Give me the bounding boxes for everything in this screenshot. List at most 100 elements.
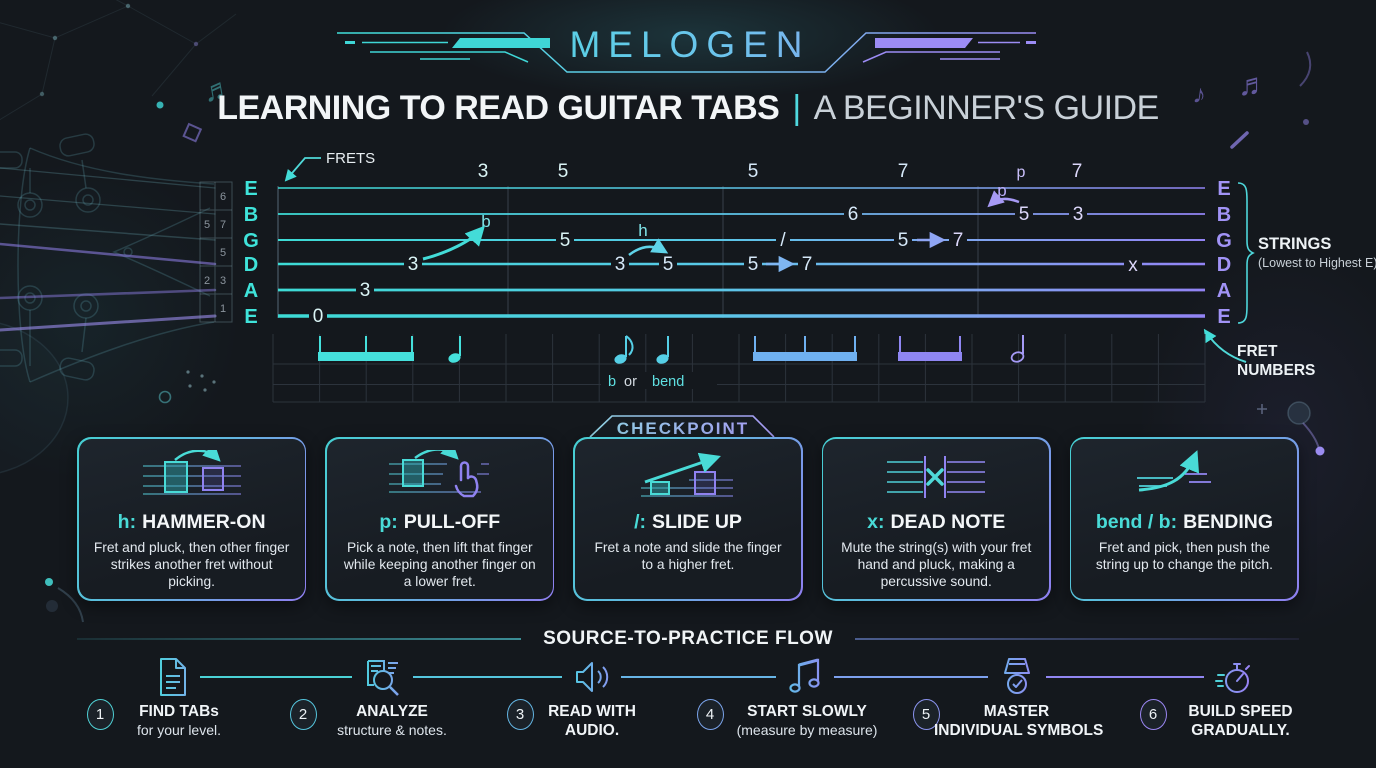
pull-off-icon <box>385 449 495 507</box>
card-title: x:DEAD NOTE <box>867 510 1006 533</box>
step-number-2: 2 <box>289 699 317 730</box>
card-description: Fret and pick, then push the string up t… <box>1095 539 1273 572</box>
headstock-fret-numbers: 6 7 5 3 1 5 2 <box>204 191 226 315</box>
checkpoint-tab: CHECKPOINT <box>589 415 775 438</box>
flow-heading: SOURCE-TO-PRACTICE FLOW <box>77 627 1299 651</box>
step-number-4: 4 <box>696 699 724 730</box>
string-labels-right: E B G D A E <box>1216 178 1232 328</box>
svg-text:1: 1 <box>220 303 226 315</box>
frets-label: FRETS <box>326 150 375 167</box>
music-notes-icon <box>789 658 820 693</box>
string-lines <box>278 187 1205 318</box>
card-pull-off: p:PULL-OFF Pick a note, then lift that f… <box>325 437 555 601</box>
music-note-icon: ♪ <box>1191 78 1208 110</box>
svg-text:p: p <box>997 181 1006 200</box>
strings-brace <box>1237 182 1255 324</box>
strings-sublabel: (Lowest to Highest E) <box>1258 256 1376 270</box>
fret-numbers-label: NUMBERS <box>1237 362 1315 379</box>
svg-text:5: 5 <box>560 230 571 251</box>
diamond-decor <box>182 122 203 143</box>
svg-text:6: 6 <box>220 191 226 203</box>
card-dead-note: x:DEAD NOTE Mute the string(s) with your… <box>821 437 1051 601</box>
svg-text:h: h <box>638 221 647 240</box>
svg-text:3: 3 <box>1073 204 1084 225</box>
dead-note-icon <box>881 449 991 507</box>
bending-icon <box>1129 449 1239 507</box>
svg-text:7: 7 <box>220 219 226 231</box>
svg-text:5: 5 <box>663 254 674 275</box>
svg-text:3: 3 <box>220 275 226 287</box>
svg-text:5: 5 <box>204 219 210 231</box>
card-title: /:SLIDE UP <box>634 510 742 533</box>
card-description: Fret a note and slide the finger to a hi… <box>594 539 782 572</box>
constellation-decor <box>0 0 237 121</box>
svg-text:7: 7 <box>898 161 909 182</box>
tab-notes: 0 3 3 b 5 3 h 5 / 5 7 6 5 7 p 5 3 x <box>309 181 1142 327</box>
svg-text:5: 5 <box>898 230 909 251</box>
rhythm-grid <box>272 334 1206 403</box>
headstock-nut <box>199 181 233 323</box>
svg-text:5: 5 <box>748 254 759 275</box>
svg-text:A: A <box>244 280 258 302</box>
bottom-left-decor <box>45 370 216 623</box>
svg-text:0: 0 <box>313 306 324 327</box>
string-labels-left: E B G D A E <box>243 178 259 328</box>
frets-arrow <box>284 157 321 182</box>
svg-text:3: 3 <box>615 254 626 275</box>
right-mid-decor <box>1257 401 1325 456</box>
card-hammer-on: h:HAMMER-ON Fret and pluck, then other f… <box>77 437 307 601</box>
card-description: Fret and pluck, then other finger strike… <box>93 539 290 590</box>
svg-text:x: x <box>1128 255 1138 276</box>
slash-decor <box>1230 131 1249 149</box>
svg-text:G: G <box>243 230 259 252</box>
guitar-headstock: 6 7 5 3 1 5 2 <box>0 133 233 383</box>
find-tabs-icon <box>160 658 186 696</box>
bend-legend: b or bend <box>601 372 717 390</box>
bend-arrow <box>422 225 485 261</box>
card-bending: bend / b:BENDING Fret and pick, then pus… <box>1069 437 1300 601</box>
svg-text:p: p <box>1017 164 1026 181</box>
flow-heading-text: SOURCE-TO-PRACTICE FLOW <box>543 628 833 649</box>
brand-name: MELOGEN <box>569 24 810 65</box>
pulloff-arc <box>987 190 1020 208</box>
svg-text:3: 3 <box>478 161 489 182</box>
svg-text:7: 7 <box>1072 161 1083 182</box>
checkpoint-label: CHECKPOINT <box>617 419 749 438</box>
svg-text:E: E <box>1217 178 1230 200</box>
metronome-icon <box>1004 658 1030 694</box>
heading-line-left <box>77 638 522 640</box>
svg-text:/: / <box>780 230 786 251</box>
svg-text:b: b <box>608 374 616 390</box>
svg-text:2: 2 <box>204 275 210 287</box>
svg-text:5: 5 <box>748 161 759 182</box>
logo-right-wing <box>862 38 1036 63</box>
card-title: p:PULL-OFF <box>379 510 501 533</box>
svg-text:7: 7 <box>953 230 964 251</box>
svg-text:B: B <box>1217 204 1231 226</box>
music-note-icon: ♬ <box>1238 67 1269 102</box>
music-note-decor: ♬ ♪ ♬ <box>156 51 1312 149</box>
heading-line-right <box>854 638 1299 640</box>
card-description: Pick a note, then lift that finger while… <box>343 539 536 590</box>
position-markers: 3 5 5 7 p 7 <box>478 161 1083 182</box>
step-number-1: 1 <box>86 699 114 730</box>
step-number-5: 5 <box>912 699 940 730</box>
svg-text:or: or <box>624 374 637 390</box>
card-description: Mute the string(s) with your fret hand a… <box>841 539 1032 590</box>
step-number-6: 6 <box>1139 699 1167 730</box>
card-title: bend / b:BENDING <box>1095 510 1273 533</box>
slide-up-icon <box>633 449 743 507</box>
svg-text:b: b <box>481 212 490 231</box>
music-note-icon: ♬ <box>200 71 235 109</box>
svg-text:3: 3 <box>408 254 419 275</box>
rhythm-notes <box>318 335 1025 364</box>
svg-text:6: 6 <box>848 204 859 225</box>
svg-text:E: E <box>244 178 257 200</box>
hammer-arc <box>628 238 669 256</box>
svg-text:7: 7 <box>802 254 813 275</box>
technique-cards: h:HAMMER-ON Fret and pluck, then other f… <box>77 437 1300 601</box>
